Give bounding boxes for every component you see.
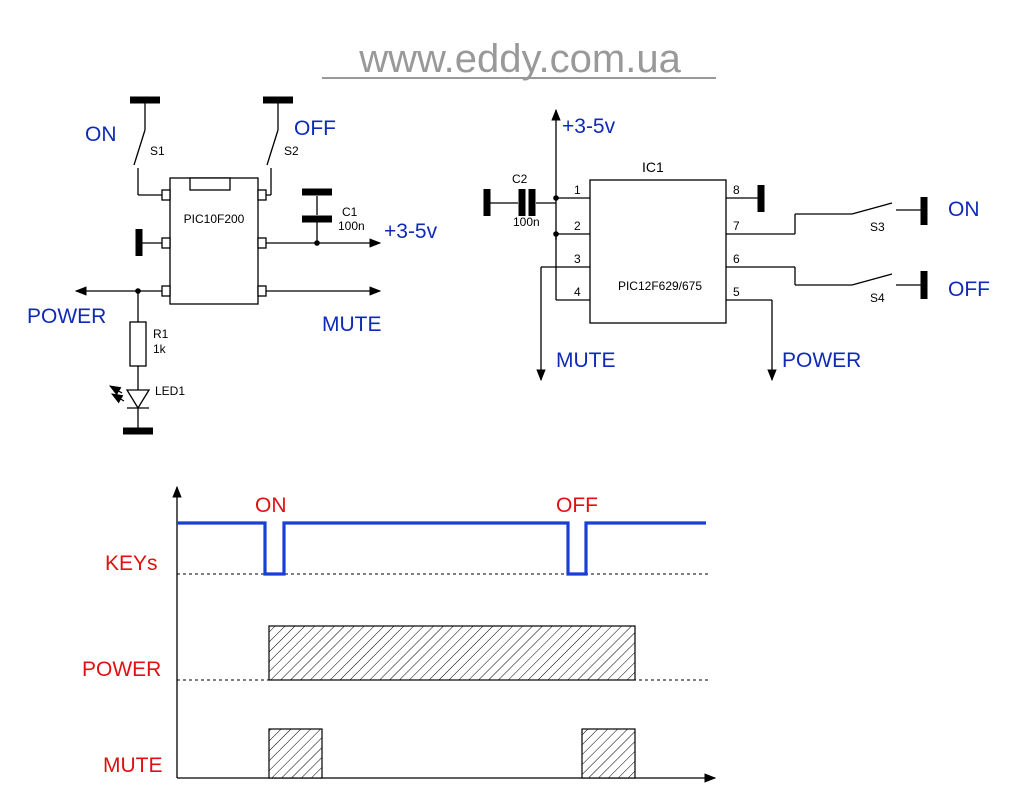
mute-pulse-on bbox=[268, 728, 323, 779]
s4-name: S4 bbox=[870, 291, 885, 305]
s3-name: S3 bbox=[870, 220, 885, 234]
capacitor-c2: C2 100n bbox=[483, 172, 556, 229]
switch-s2-label: OFF bbox=[294, 117, 336, 140]
c2-value: 100n bbox=[513, 215, 540, 229]
right-power-label: POWER bbox=[782, 349, 861, 372]
r1-name: R1 bbox=[153, 327, 169, 341]
timing-diagram: KEYs POWER MUTE ON OFF bbox=[82, 485, 717, 783]
keys-off-label: OFF bbox=[556, 494, 598, 517]
ic1-name: IC1 bbox=[642, 159, 664, 175]
row-label-keys: KEYs bbox=[105, 552, 158, 575]
right-supply-label: +3-5v bbox=[562, 115, 616, 138]
switch-s2-name: S2 bbox=[284, 144, 299, 158]
pin-4: 4 bbox=[574, 285, 581, 299]
capacitor-c1: C1 100n bbox=[302, 188, 365, 246]
row-label-power: POWER bbox=[82, 658, 161, 681]
pin-1: 1 bbox=[574, 183, 581, 197]
r1-value: 1k bbox=[153, 342, 167, 356]
pin-5: 5 bbox=[733, 285, 740, 299]
led1-name: LED1 bbox=[155, 384, 185, 398]
switch-s2: S2 OFF bbox=[258, 96, 336, 196]
pin-8: 8 bbox=[733, 183, 740, 197]
left-circuit: S1 ON S2 OFF PIC10F200 bbox=[27, 96, 438, 435]
left-power-label: POWER bbox=[27, 305, 106, 328]
keys-signal bbox=[177, 521, 706, 576]
resistor-r1: R1 1k bbox=[129, 291, 169, 390]
mute-pulse-off bbox=[581, 728, 636, 779]
pin-6: 6 bbox=[733, 252, 740, 266]
s4-label: OFF bbox=[948, 278, 990, 301]
switch-s1-name: S1 bbox=[150, 144, 165, 158]
left-supply-label: +3-5v bbox=[384, 220, 438, 243]
chip-right-name: PIC12F629/675 bbox=[618, 279, 702, 293]
switch-s3: S3 ON bbox=[794, 197, 980, 234]
c1-value: 100n bbox=[338, 219, 365, 233]
pin-2: 2 bbox=[574, 219, 581, 233]
pin-3: 3 bbox=[574, 252, 581, 266]
watermark: www.eddy.com.ua bbox=[322, 37, 716, 81]
pin-7: 7 bbox=[733, 219, 740, 233]
right-mute-label: MUTE bbox=[556, 349, 616, 372]
chip-ic1: IC1 PIC12F629/675 1 2 3 4 8 7 6 5 bbox=[541, 159, 795, 324]
watermark-text: www.eddy.com.ua bbox=[358, 37, 681, 81]
chip-pic10f200: PIC10F200 bbox=[161, 177, 267, 305]
switch-s4: S4 OFF bbox=[794, 267, 990, 305]
c1-name: C1 bbox=[342, 205, 358, 219]
switch-s1: S1 ON bbox=[85, 96, 165, 196]
led1: LED1 bbox=[108, 384, 185, 435]
keys-on-label: ON bbox=[255, 494, 287, 517]
power-pulse bbox=[268, 625, 636, 681]
right-circuit: +3-5v C2 100n IC1 PIC12F629/675 1 2 3 bbox=[483, 108, 990, 382]
row-label-mute: MUTE bbox=[103, 754, 163, 777]
c2-name: C2 bbox=[512, 172, 528, 186]
switch-s1-label: ON bbox=[85, 123, 117, 146]
s3-label: ON bbox=[948, 198, 980, 221]
left-mute-label: MUTE bbox=[322, 313, 382, 336]
chip-left-name: PIC10F200 bbox=[184, 212, 245, 226]
